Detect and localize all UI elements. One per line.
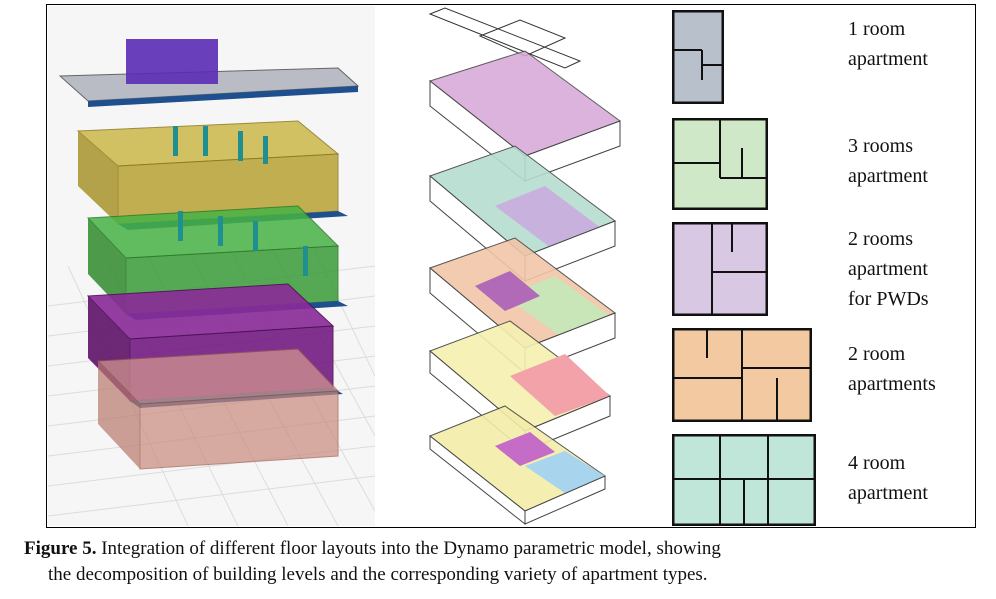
dynamo-3d-model: [48, 6, 375, 526]
caption-prefix: Figure 5.: [24, 538, 97, 559]
plan-3-rooms-apartment: [672, 118, 768, 210]
level-red: [96, 348, 340, 470]
iso-floor-5: [429, 405, 607, 526]
roof-frame: [428, 7, 582, 69]
plan-4-room-apartment: [672, 434, 816, 526]
plan-1-room-apartment: [672, 10, 724, 104]
caption-line-2: the decomposition of building levels and…: [48, 564, 708, 585]
plan-2-rooms-pwd-apartment: [672, 222, 768, 316]
figure-caption: Figure 5. Integration of different floor…: [24, 536, 984, 588]
isometric-floor-plans: [428, 7, 622, 526]
caption-line-1: Integration of different floor layouts i…: [96, 538, 721, 559]
roof-level: [58, 39, 360, 107]
plan-2-room-apartments: [672, 328, 812, 422]
columns: [173, 126, 308, 276]
